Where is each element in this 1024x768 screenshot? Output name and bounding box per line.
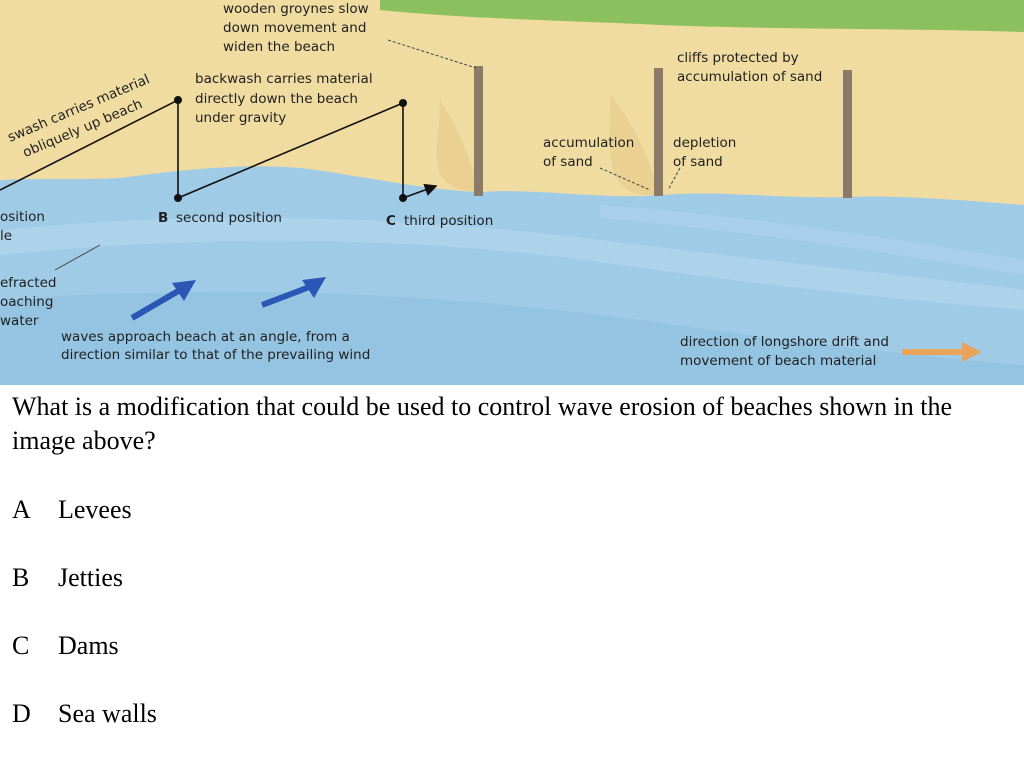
leader-line	[599, 167, 651, 191]
position-b-letter: B	[158, 210, 168, 226]
waves-label-1: waves approach beach at an angle, from a	[61, 329, 350, 345]
leader-line	[54, 244, 101, 271]
groynes-label-3: widen the beach	[223, 39, 335, 55]
wet-sand	[436, 95, 660, 196]
option-c-letter: C	[12, 631, 30, 660]
point-b-top	[399, 99, 407, 107]
option-c[interactable]: C Dams	[12, 629, 119, 663]
refracted-label-1: efracted	[0, 275, 56, 291]
groyne-3	[843, 70, 852, 198]
longshore-drift-arrow	[902, 342, 982, 362]
drift-label-2: movement of beach material	[680, 353, 876, 369]
backwash-label-1: backwash carries material	[195, 71, 373, 87]
first-position-label-2: le	[0, 228, 12, 244]
question-text: What is a modification that could be use…	[12, 392, 953, 455]
option-d[interactable]: D Sea walls	[12, 697, 157, 731]
option-b-text: Jetties	[58, 563, 123, 592]
first-position-label-1: osition	[0, 209, 45, 225]
refracted-label-2: oaching	[0, 294, 53, 310]
wave-band	[600, 205, 1024, 275]
point-a	[174, 96, 182, 104]
groynes-label-2: down movement and	[223, 20, 366, 36]
wave-direction-arrow-2	[260, 277, 326, 308]
groyne-2	[654, 68, 663, 196]
depletion-label-2: of sand	[673, 154, 723, 170]
option-d-text: Sea walls	[58, 699, 157, 728]
point-c	[399, 194, 407, 202]
option-d-letter: D	[12, 699, 31, 728]
waves-label-2: direction similar to that of the prevail…	[61, 347, 370, 363]
option-a[interactable]: A Levees	[12, 493, 132, 527]
option-b[interactable]: B Jetties	[12, 561, 123, 595]
option-a-letter: A	[12, 495, 31, 524]
groynes-label-1: wooden groynes slow	[223, 1, 369, 17]
backwash-label-3: under gravity	[195, 110, 286, 126]
cliffs-label-2: accumulation of sand	[677, 69, 822, 85]
leader-line	[667, 167, 681, 191]
point-b	[174, 194, 182, 202]
wave-direction-arrow-1	[130, 280, 196, 321]
cliffs-label-1: cliffs protected by	[677, 50, 799, 66]
grass	[380, 0, 1024, 32]
drift-arrow-small	[402, 183, 438, 199]
second-position-label: second position	[176, 210, 282, 226]
option-c-text: Dams	[58, 631, 119, 660]
position-c-letter: C	[386, 213, 396, 229]
option-a-text: Levees	[58, 495, 132, 524]
third-position-label: third position	[404, 213, 493, 229]
refracted-label-3: water	[0, 313, 39, 329]
depletion-label-1: depletion	[673, 135, 736, 151]
drift-label-1: direction of longshore drift and	[680, 334, 889, 350]
wave-band	[0, 217, 1024, 310]
beach-sand	[0, 0, 1024, 205]
accumulation-label-2: of sand	[543, 154, 593, 170]
option-b-letter: B	[12, 563, 30, 592]
accumulation-label-1: accumulation	[543, 135, 634, 151]
groyne-1	[474, 66, 483, 196]
wave-band	[0, 291, 1024, 385]
backwash-label-2: directly down the beach	[195, 91, 358, 107]
leader-line	[387, 39, 477, 69]
longshore-drift-diagram: wooden groynes slow down movement and wi…	[0, 0, 1024, 385]
